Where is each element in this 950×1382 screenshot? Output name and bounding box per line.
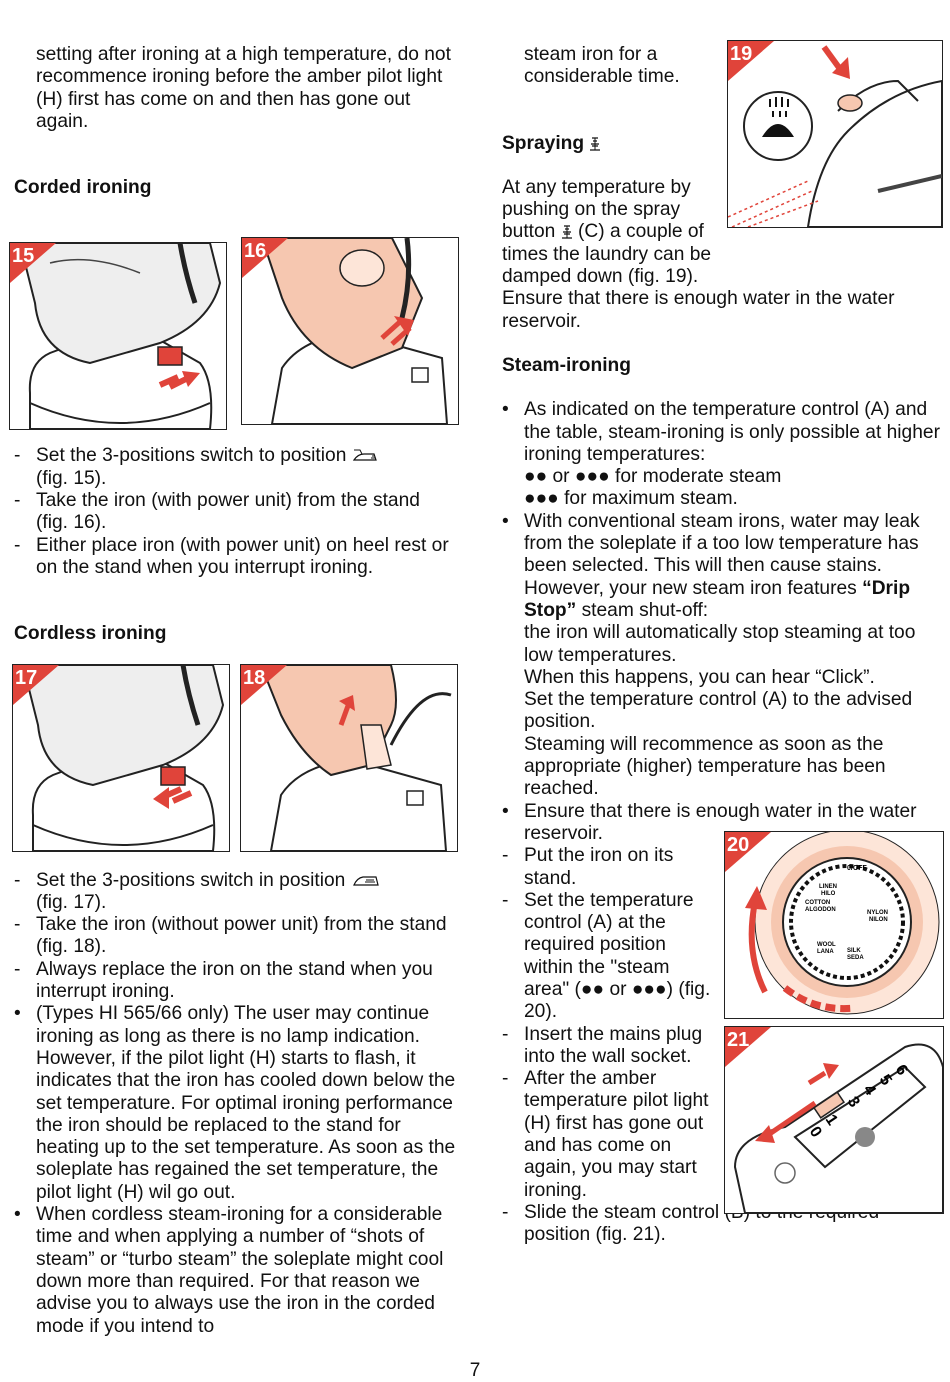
iron-lifted-illustration bbox=[260, 238, 449, 424]
dial-label-silk: SILK bbox=[847, 948, 861, 954]
list-item: - Set the 3-positions switch in position… bbox=[14, 870, 464, 915]
spray-icon bbox=[561, 225, 572, 240]
figure-number: 16 bbox=[242, 238, 290, 278]
list-item: - Always replace the iron on the stand w… bbox=[14, 958, 433, 1003]
figure-number: 20 bbox=[725, 832, 773, 872]
dial-icon bbox=[855, 1127, 875, 1147]
dial-label-nylon: NYLON bbox=[867, 910, 888, 916]
list-item: - Set the temperature control (A) at the… bbox=[502, 889, 711, 1023]
figure-16: 16 bbox=[241, 237, 459, 425]
dial-label-linen: LINEN bbox=[819, 884, 837, 890]
figure-17: 17 bbox=[12, 664, 230, 852]
cordless-iron-icon bbox=[352, 876, 379, 887]
iron-on-stand-illustration bbox=[18, 243, 222, 429]
left-intro: setting after ironing at a high temperat… bbox=[36, 44, 451, 132]
list-item: - Set the 3-positions switch to position… bbox=[14, 445, 464, 490]
dial-label-algodon: ALGODON bbox=[805, 907, 836, 913]
corded-iron-icon bbox=[352, 449, 377, 462]
spraying-text: At any temperature by pushing on the spr… bbox=[502, 176, 712, 288]
dial-label-wool: WOOL bbox=[817, 942, 836, 948]
figure-number: 19 bbox=[728, 41, 776, 81]
figure-number: 18 bbox=[241, 665, 289, 705]
figure-number: 15 bbox=[10, 243, 58, 283]
steam-ironing-heading: Steam-ironing bbox=[502, 354, 631, 376]
iron-lifted-cordless-illustration bbox=[259, 665, 452, 851]
dial-label-lana: LANA bbox=[817, 949, 834, 955]
dial-label-off: 0/OFF bbox=[847, 865, 868, 872]
iron-on-stand-cordless-illustration bbox=[21, 665, 225, 851]
spray-button-illustration bbox=[728, 45, 942, 227]
spraying-heading: Spraying bbox=[502, 133, 942, 155]
list-item: - After the amber temperature pilot ligh… bbox=[502, 1068, 709, 1201]
right-intro: steam iron for a considerable time. bbox=[524, 44, 680, 88]
figure-19: 19 bbox=[727, 40, 943, 228]
cordless-heading: Cordless ironing bbox=[14, 623, 167, 645]
list-item: - Either place iron (with power unit) on… bbox=[14, 534, 449, 578]
spray-icon bbox=[590, 136, 601, 151]
figure-number: 17 bbox=[13, 665, 61, 705]
figure-21: 6 5 4 3 1 0 21 bbox=[724, 1026, 944, 1214]
list-item: - Insert the mains plug into the wall so… bbox=[502, 1023, 703, 1067]
dial-label-nilon: NILON bbox=[869, 917, 888, 923]
corded-heading: Corded ironing bbox=[14, 177, 152, 199]
right-column: steam iron for a considerable time. Spra… bbox=[502, 44, 942, 1247]
figure-18: 18 bbox=[240, 664, 458, 852]
list-item: - Take the iron (with power unit) from t… bbox=[14, 490, 420, 534]
dial-label-cotton: COTTON bbox=[805, 900, 830, 906]
list-item: • (Types HI 565/66 only) The user may co… bbox=[14, 1003, 456, 1203]
list-item: - Take the iron (without power unit) fro… bbox=[14, 914, 447, 958]
figure-15: 15 bbox=[9, 242, 227, 430]
list-item: • When cordless steam-ironing for a cons… bbox=[14, 1204, 444, 1337]
list-item: • Ensure that there is enough water in t… bbox=[502, 800, 917, 844]
list-item: • As indicated on the temperature contro… bbox=[502, 399, 940, 510]
list-item: • With conventional steam irons, water m… bbox=[502, 510, 920, 800]
dial-label-seda: SEDA bbox=[847, 955, 864, 961]
page-number: 7 bbox=[469, 1360, 481, 1381]
steam-control-slider-illustration: 6 5 4 3 1 0 bbox=[733, 1043, 943, 1213]
list-item: - Put the iron on its stand. bbox=[502, 845, 674, 889]
figure-20: 0/OFF LINEN HILO COTTON ALGODON NYLON NI… bbox=[724, 831, 944, 1019]
figure-number: 21 bbox=[725, 1027, 773, 1067]
left-column: setting after ironing at a high temperat… bbox=[14, 44, 464, 1338]
spraying-note: Ensure that there is enough water in the… bbox=[502, 288, 895, 332]
steam-icon bbox=[774, 1162, 796, 1184]
temperature-dial-illustration: 0/OFF LINEN HILO COTTON ALGODON NYLON NI… bbox=[745, 832, 940, 1015]
dial-label-hilo: HILO bbox=[821, 891, 836, 897]
